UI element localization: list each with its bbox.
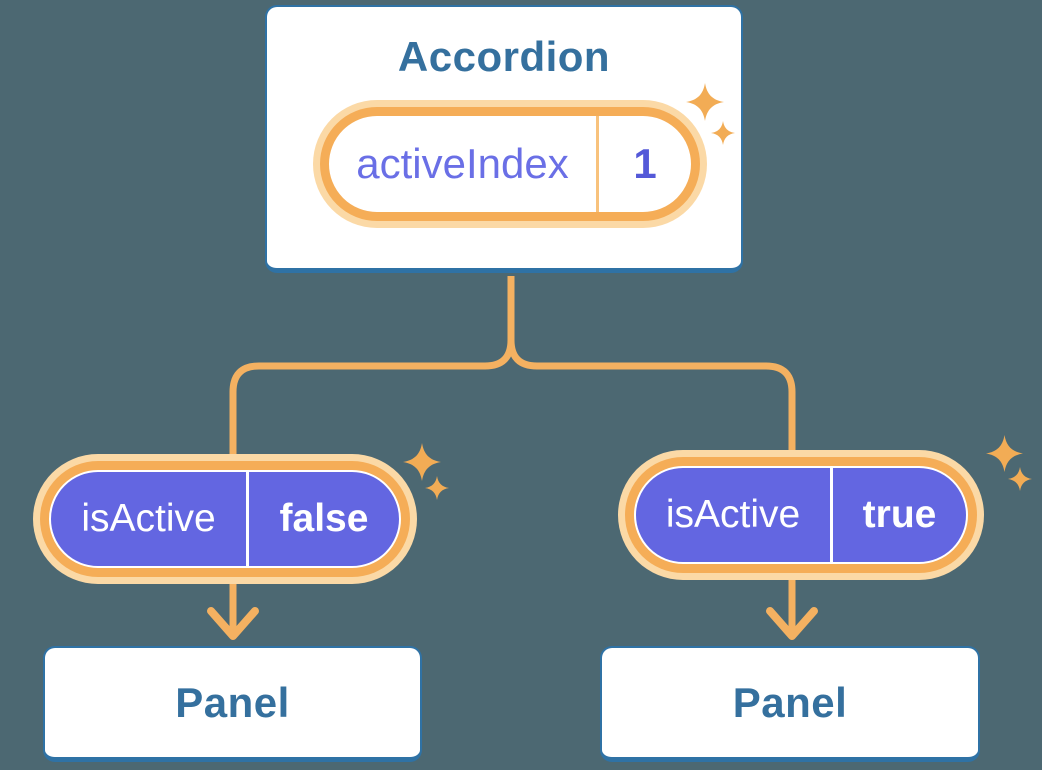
panel-component-card-left: Panel — [43, 646, 422, 762]
arrow-head-left-icon — [207, 607, 259, 640]
prop-pill-value: false — [279, 497, 369, 540]
active-index-state-pill: activeIndex 1 — [320, 107, 700, 221]
panel-title: Panel — [732, 678, 848, 726]
state-pill-value: 1 — [633, 140, 657, 187]
prop-pill-divider — [830, 468, 833, 562]
panel-title: Panel — [175, 678, 290, 726]
sparkle-icon — [403, 443, 441, 481]
sparkle-icon — [1008, 467, 1032, 491]
connector-left-branch — [229, 276, 515, 634]
is-active-prop-pill-right: isActive true — [634, 466, 968, 564]
is-active-prop-pill-left: isActive false — [49, 470, 401, 568]
sparkle-icon — [425, 476, 449, 500]
prop-pill-label: isActive — [81, 497, 216, 540]
state-pill-label: activeIndex — [356, 140, 569, 187]
accordion-title: Accordion — [397, 33, 611, 80]
sparkle-icon — [986, 435, 1023, 472]
prop-pill-divider — [246, 472, 249, 566]
sparkle-icon — [711, 121, 735, 145]
arrow-head-right-icon — [766, 607, 818, 640]
prop-pill-value: true — [862, 493, 937, 536]
connector-right-branch — [507, 276, 796, 634]
panel-component-card-right: Panel — [600, 646, 980, 762]
state-pill-divider — [596, 116, 599, 212]
prop-pill-label: isActive — [665, 493, 801, 536]
sparkle-icon — [686, 83, 724, 121]
